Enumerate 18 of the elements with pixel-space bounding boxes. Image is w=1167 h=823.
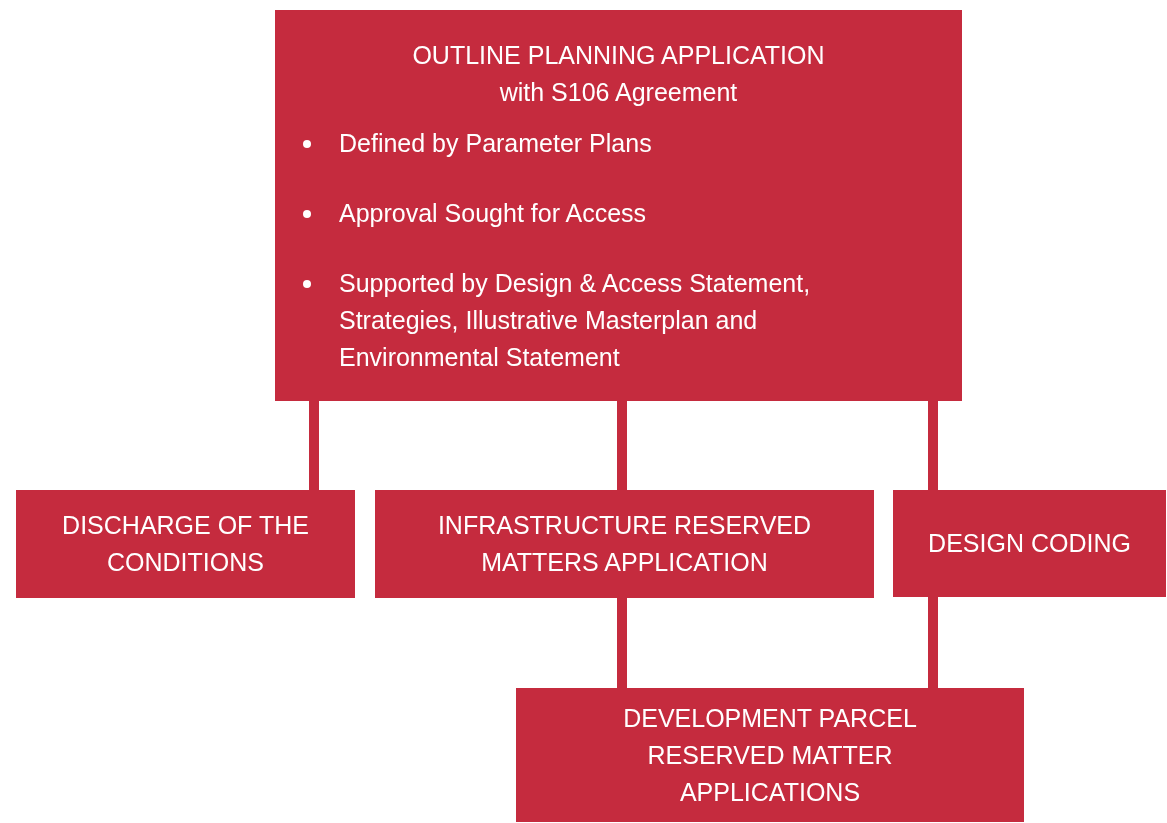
bullet-item: Approval Sought for Access (339, 195, 892, 232)
process-box (893, 490, 1166, 597)
connector-line (617, 598, 627, 688)
connector-line (309, 401, 319, 490)
box-heading: DISCHARGE OF THE CONDITIONS (61, 510, 310, 578)
connector-line (928, 401, 938, 490)
bullet-item: Defined by Parameter Plans (339, 125, 892, 162)
box-heading: INFRASTRUCTURE RESERVED MATTERS APPLICATION (436, 510, 813, 578)
box-heading: DEVELOPMENT PARCEL RESERVED MATTER APPLICATIONS (622, 702, 918, 808)
connector-line (928, 597, 938, 688)
box-heading: DESIGN CODING (927, 528, 1132, 559)
process-box (516, 688, 1024, 822)
process-box (275, 10, 962, 401)
process-box (375, 490, 874, 598)
process-box (16, 490, 355, 598)
connector-line (617, 401, 627, 490)
box-heading: OUTLINE PLANNING APPLICATION with S106 Agreement (411, 40, 826, 108)
bullet-item: Supported by Design & Access Statement, Strategies, Illustrative Masterplan and Environmental Statement (339, 265, 892, 376)
